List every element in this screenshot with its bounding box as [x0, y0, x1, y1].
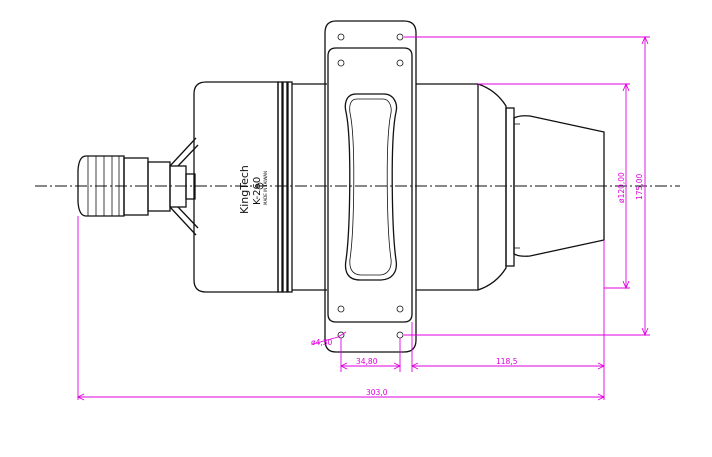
mount-height-label: 175,00	[635, 174, 644, 200]
brand-text: KingTech	[238, 165, 251, 214]
rear-casing	[416, 83, 515, 291]
bolt-hole-icon	[337, 305, 345, 313]
engine-branding: KingTech K-260 MADE IN TAIWAN	[238, 165, 268, 214]
rear-length-label: 118,5	[496, 357, 518, 366]
dimension-annotations: 175,00 ø120,00 34,80 118,5 303,0 ø4,30	[76, 35, 650, 401]
model-text: K-260	[252, 177, 263, 205]
casing-dia-label: ø120,00	[617, 172, 626, 203]
mount-bracket	[324, 20, 417, 353]
bolt-hole-icon	[337, 59, 345, 67]
casing-rings	[277, 81, 327, 293]
starter-assembly	[77, 137, 199, 236]
bolt-hole-icon	[396, 331, 404, 339]
bolt-hole-icon	[396, 59, 404, 67]
compressor-casing	[193, 81, 279, 293]
overall-length-label: 303,0	[366, 388, 388, 397]
bolt-hole-icon	[396, 33, 404, 41]
bolt-spacing-label: 34,80	[356, 357, 378, 366]
bolt-hole-icon	[337, 33, 345, 41]
origin-text: MADE IN TAIWAN	[263, 171, 268, 205]
bolt-hole-dia-label: ø4,30	[311, 338, 333, 347]
bolt-hole-icon	[396, 305, 404, 313]
